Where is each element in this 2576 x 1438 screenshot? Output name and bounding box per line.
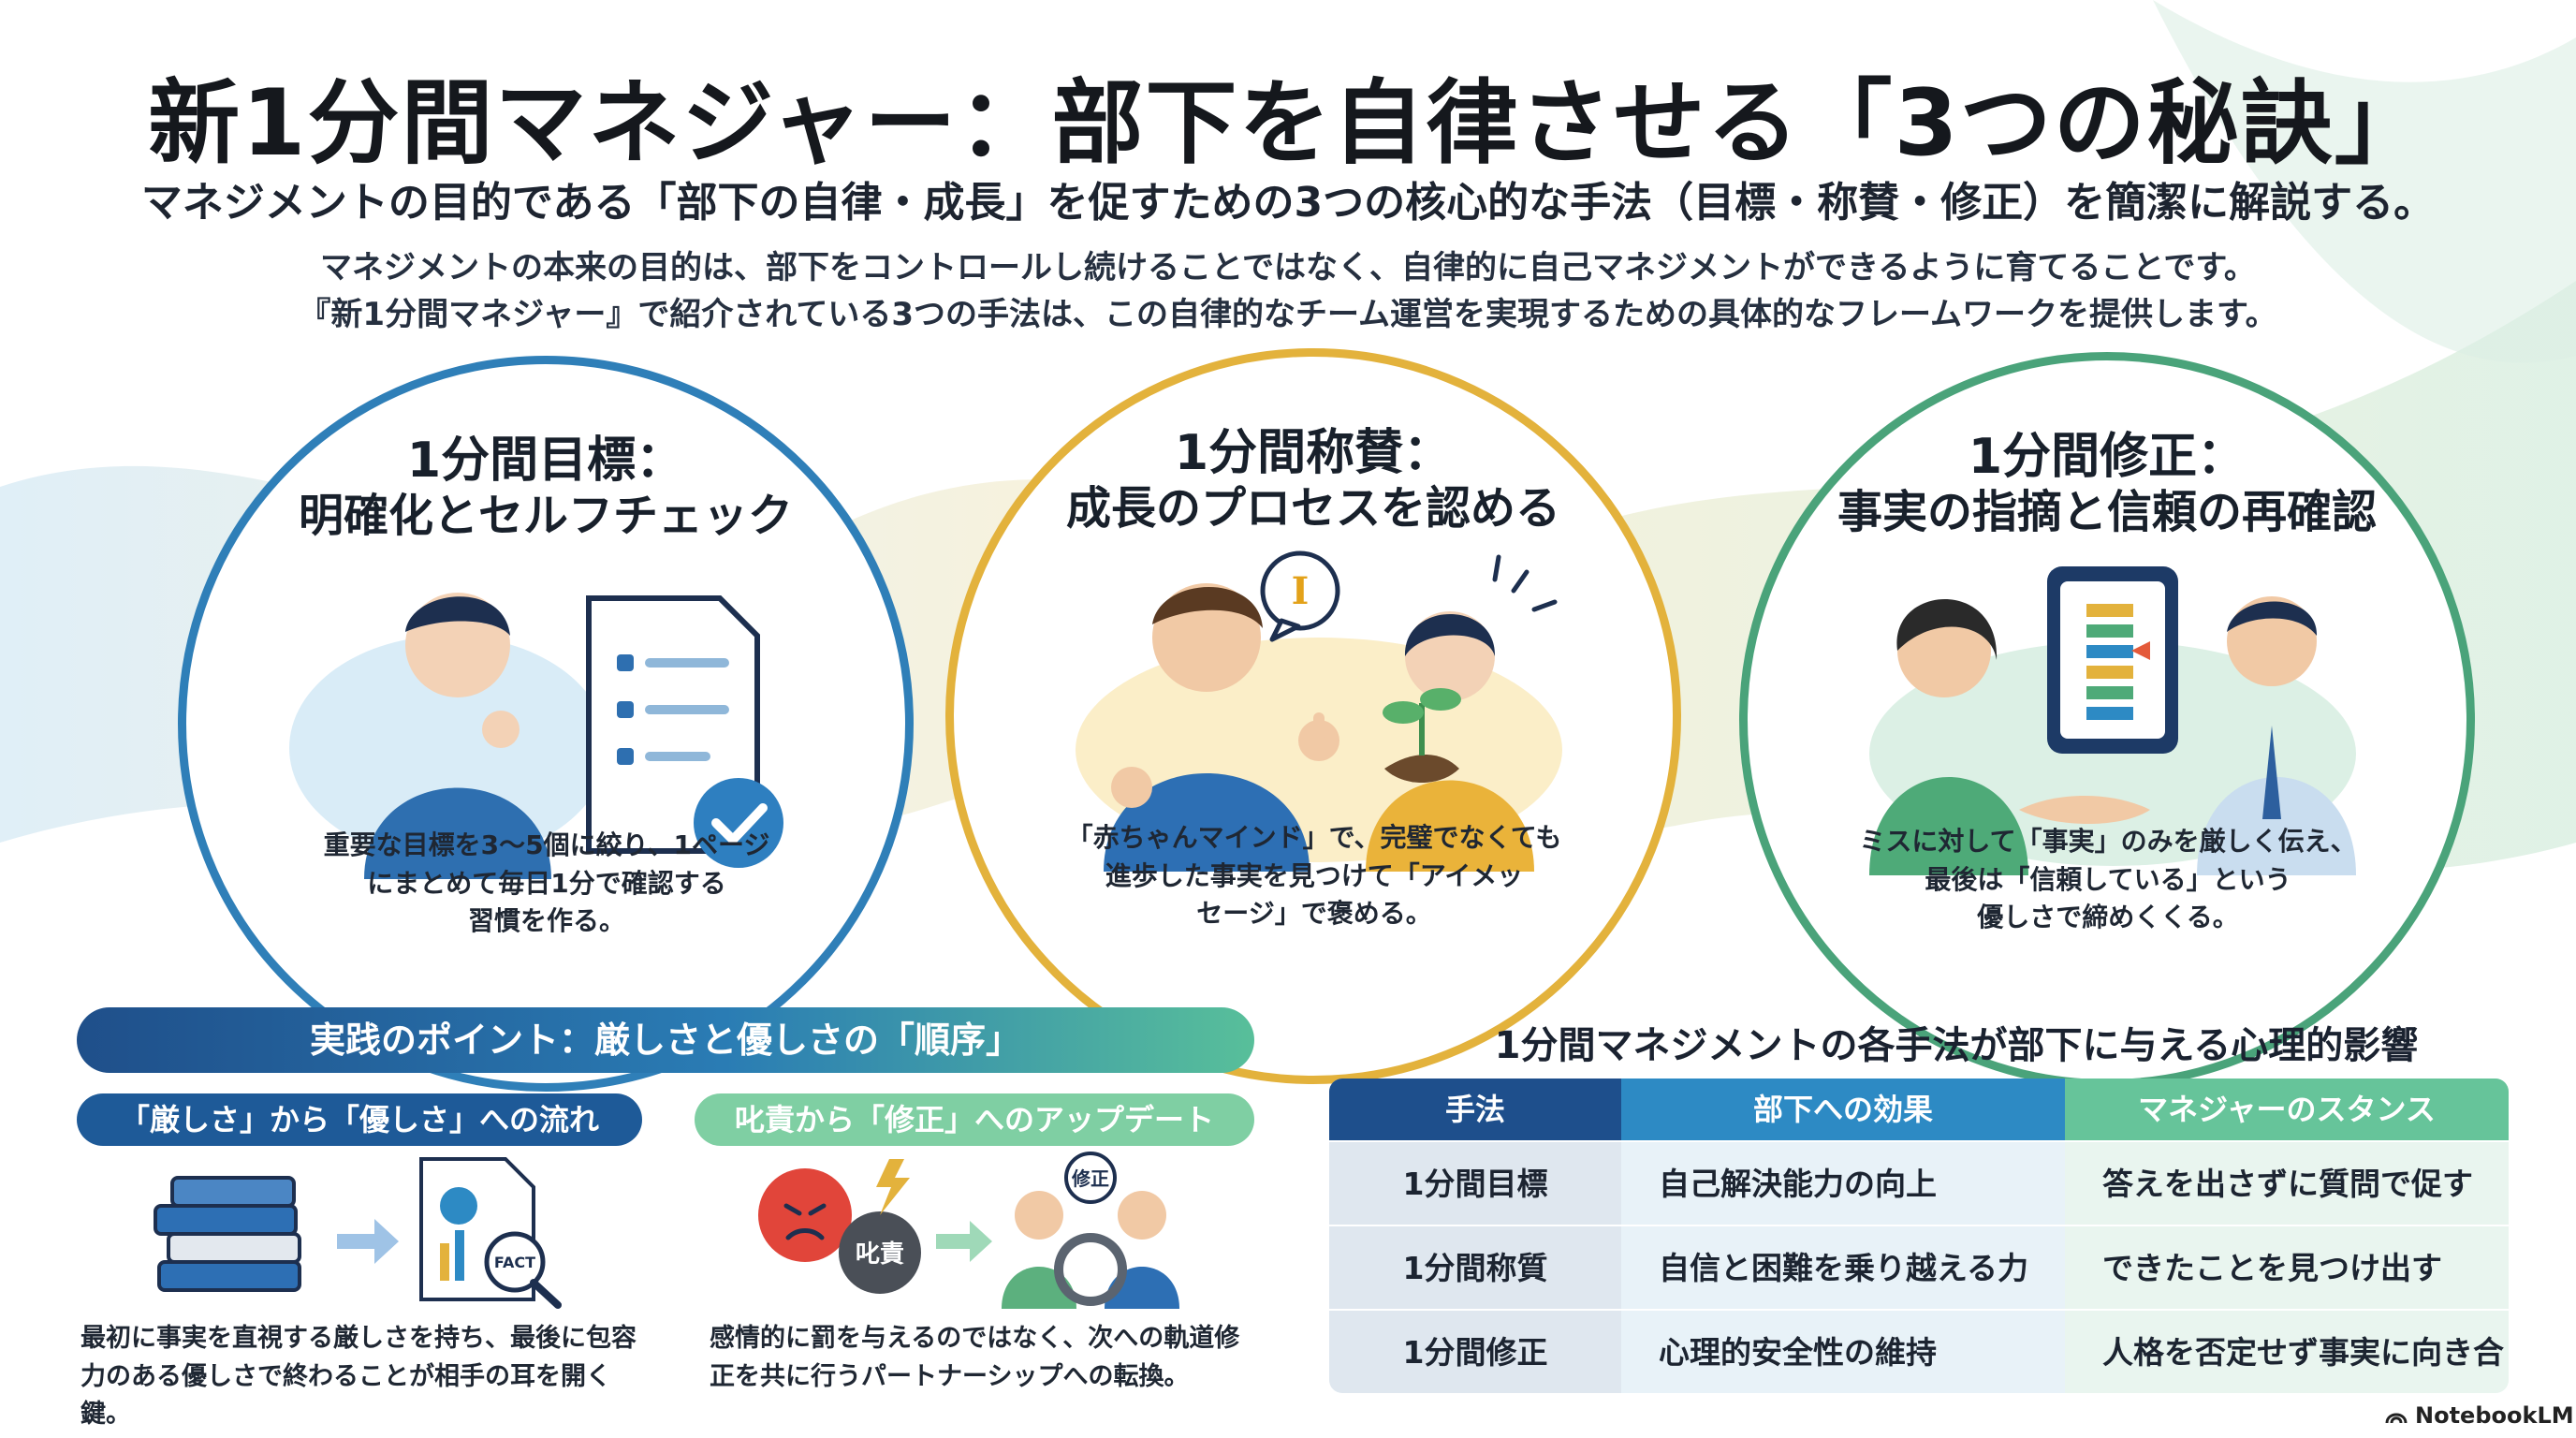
table-cell-method: 1分間修正	[1329, 1311, 1621, 1393]
table-header-row: 手法 部下への効果 マネジャーのスタンス	[1329, 1078, 2509, 1140]
svg-text:FACT: FACT	[494, 1254, 535, 1271]
table-row: 1分間目標 自己解決能力の向上 答えを出さずに質問で促す	[1329, 1140, 2509, 1225]
table-cell-effect: 自己解決能力の向上	[1621, 1142, 2065, 1225]
table-cell-effect: 自信と困難を乗り越える力	[1621, 1226, 2065, 1309]
svg-text:叱責: 叱責	[856, 1240, 904, 1269]
svg-text:I: I	[1292, 569, 1310, 613]
circle-correction-description: ミスに対して「事実」のみを厳しく伝え、 最後は「信頼している」という 優しさで締…	[1859, 826, 2357, 933]
table-row: 1分間称質 自信と困難を乗り越える力 できたことを見つけ出す	[1329, 1225, 2509, 1309]
circle-praise-heading: 1分間称賛：	[1174, 425, 1453, 481]
circle-goal: 1分間目標： 明確化とセルフチェック 重要な目標を3～5個に絞り、1ページ にま…	[178, 356, 914, 1092]
circle-praise-description: 「赤ちゃんマインド」で、完璧でなくても 進歩した事実を見つけて「アイメッ セージ…	[1066, 822, 1562, 930]
practice-banner: 実践のポイント：厳しさと優しさの「順序」	[77, 1007, 1254, 1073]
practice-pill-update: 叱責から「修正」へのアップデート	[695, 1093, 1254, 1146]
circle-correction-subheading: 事実の指摘と信頼の再確認	[1837, 486, 2377, 538]
table-cell-stance: できたことを見つけ出す	[2065, 1226, 2509, 1309]
correction-handshake-icon	[1869, 566, 2356, 875]
table-header-stance: マネジャーのスタンス	[2065, 1078, 2509, 1140]
circle-praise-subheading: 成長のプロセスを認める	[1065, 482, 1560, 535]
impact-table: 手法 部下への効果 マネジャーのスタンス 1分間目標 自己解決能力の向上 答えを…	[1329, 1078, 2509, 1393]
practice-pill-flow: 「厳しさ」から「優しさ」への流れ	[77, 1093, 642, 1146]
goal-checklist-icon	[289, 593, 783, 879]
intro-text-line2: 『新1分間マネジャー』で紹介されている3つの手法は、この自律的なチーム運営を実現…	[299, 296, 2277, 333]
table-cell-method: 1分間目標	[1329, 1142, 1621, 1225]
svg-text:修正: 修正	[1071, 1167, 1109, 1190]
page-subtitle: マネジメントの目的である「部下の自律・成長」を促すための3つの核心的な手法（目標…	[140, 179, 2436, 227]
table-cell-method: 1分間称質	[1329, 1226, 1621, 1309]
circle-goal-subheading: 明確化とセルフチェック	[298, 490, 793, 542]
page-title: 新1分間マネジャー：部下を自律させる「3つの秘訣」	[148, 70, 2428, 177]
practice-note-flow: 最初に事実を直視する厳しさを持ち、最後に包容 力のある優しさで終わることが相手の…	[80, 1324, 637, 1429]
table-header-method: 手法	[1329, 1078, 1621, 1140]
table-cell-stance: 人格を否定せず事実に向き合う	[2065, 1311, 2509, 1393]
table-cell-effect: 心理的安全性の維持	[1621, 1311, 2065, 1393]
table-header-effect: 部下への効果	[1621, 1078, 2065, 1140]
circle-correction: 1分間修正： 事実の指摘と信頼の再確認 ミスに対して「事実」のみを厳しく伝え、 …	[1739, 352, 2475, 1088]
notebooklm-icon	[2385, 1413, 2408, 1424]
circle-praise: 1分間称賛： 成長のプロセスを認める I 「赤ちゃんマインド」で、完璧でなくても…	[945, 348, 1681, 1084]
circle-goal-description: 重要な目標を3～5個に絞り、1ページ にまとめて毎日1分で確認する 習慣を作る。	[323, 829, 770, 937]
circle-goal-heading: 1分間目標：	[406, 433, 685, 489]
table-row: 1分間修正 心理的安全性の維持 人格を否定せず事実に向き合う	[1329, 1309, 2509, 1393]
praise-thumbs-up-icon: I	[1076, 550, 1562, 872]
table-title: 1分間マネジメントの各手法が部下に与える心理的影響	[1494, 1024, 2419, 1067]
brand-logo: NotebookLM	[2385, 1402, 2574, 1429]
scold-to-correction-icon: 叱責 修正	[758, 1152, 1179, 1309]
intro-text-line1: マネジメントの本来の目的は、部下をコントロールし続けることではなく、自律的に自己…	[320, 249, 2256, 286]
practice-note-update: 感情的に罰を与えるのではなく、次への軌道修 正を共に行うパートナーシップへの転換…	[710, 1324, 1240, 1391]
table-cell-stance: 答えを出さずに質問で促す	[2065, 1142, 2509, 1225]
brand-label: NotebookLM	[2415, 1402, 2574, 1429]
circle-correction-heading: 1分間修正：	[1968, 429, 2247, 485]
books-to-report-icon: FACT	[154, 1157, 562, 1309]
